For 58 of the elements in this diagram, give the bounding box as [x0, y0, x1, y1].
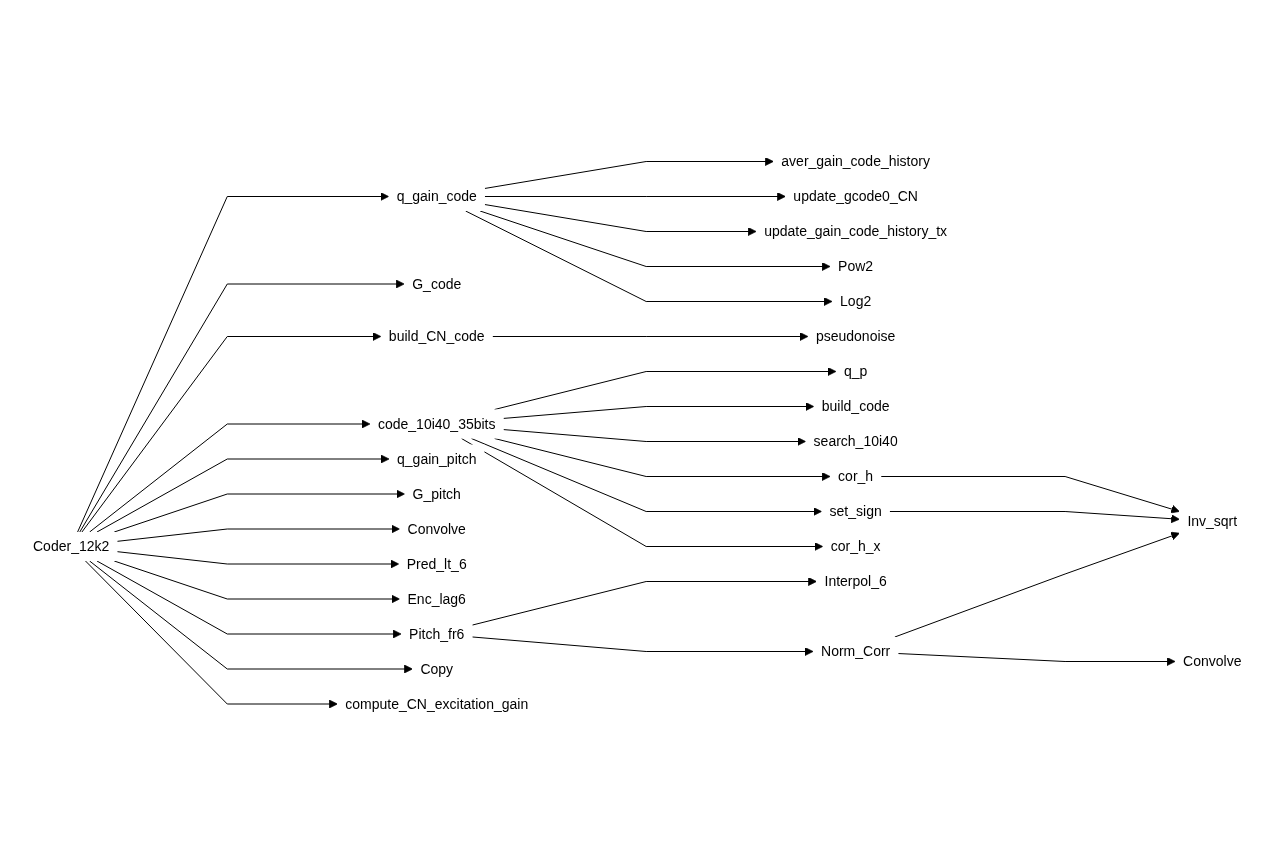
- arrow: [76, 192, 389, 533]
- arrow: [471, 636, 814, 657]
- node-text: Pow2: [837, 258, 873, 275]
- arrow: [484, 192, 786, 202]
- node-text: Pitch_fr6: [408, 625, 465, 642]
- node-text: Convolve: [407, 520, 466, 537]
- arrow: [484, 157, 774, 190]
- node-text: q_gain_pitch: [396, 450, 477, 467]
- node-text: update_gcode0_CN: [793, 188, 918, 205]
- node-text: q_p: [843, 363, 868, 380]
- arrow: [471, 577, 817, 626]
- arrow: [88, 560, 413, 674]
- node-text: Convolve: [1182, 653, 1242, 670]
- node-text: cor_h_x: [830, 538, 881, 555]
- arrow: [81, 332, 381, 533]
- node-text: build_CN_code: [388, 328, 485, 345]
- node-text: search_10i40: [813, 433, 898, 450]
- node-text: pseudonoise: [815, 328, 896, 345]
- arrow: [113, 560, 400, 604]
- arrow: [79, 279, 405, 533]
- node-text: Copy: [420, 660, 453, 677]
- arrow: [460, 438, 823, 552]
- arrow: [464, 210, 833, 307]
- arrow: [470, 438, 822, 517]
- node-text: update_gain_code_history_tx: [763, 223, 947, 240]
- arrow: [113, 489, 405, 533]
- node-text: code_10i40_35bits: [377, 415, 496, 432]
- arrow: [502, 402, 814, 420]
- arrow: [897, 653, 1176, 667]
- arrow: [96, 560, 402, 639]
- node-text: q_gain_code: [396, 188, 477, 205]
- node-text: set_sign: [829, 503, 882, 520]
- arrow: [889, 511, 1180, 524]
- arrow: [502, 429, 806, 447]
- node-text: Enc_lag6: [407, 590, 466, 607]
- node-text: aver_gain_code_history: [781, 153, 930, 170]
- node-text: Norm_Corr: [820, 643, 891, 660]
- node-text: Interpol_6: [824, 573, 887, 590]
- node-text: compute_CN_excitation_gain: [345, 695, 528, 712]
- arrow: [493, 367, 837, 411]
- node-text: Inv_sqrt: [1187, 513, 1237, 530]
- node-text: Pred_lt_6: [406, 555, 467, 572]
- arrow: [116, 551, 399, 569]
- arrow: [116, 524, 400, 543]
- arrow: [894, 532, 1180, 638]
- node-text: cor_h: [837, 468, 873, 485]
- arrow: [84, 560, 338, 709]
- node-text: G_pitch: [412, 485, 461, 502]
- arrow: [96, 454, 390, 533]
- arrow: [88, 419, 371, 533]
- node-text: Coder_12k2: [32, 538, 110, 555]
- arrow: [484, 204, 757, 237]
- node-text: build_code: [821, 398, 890, 415]
- arrow: [880, 476, 1180, 514]
- arrow: [491, 332, 809, 342]
- node-text: Log2: [839, 293, 871, 310]
- arrow: [479, 210, 831, 272]
- node-text: G_code: [411, 275, 462, 292]
